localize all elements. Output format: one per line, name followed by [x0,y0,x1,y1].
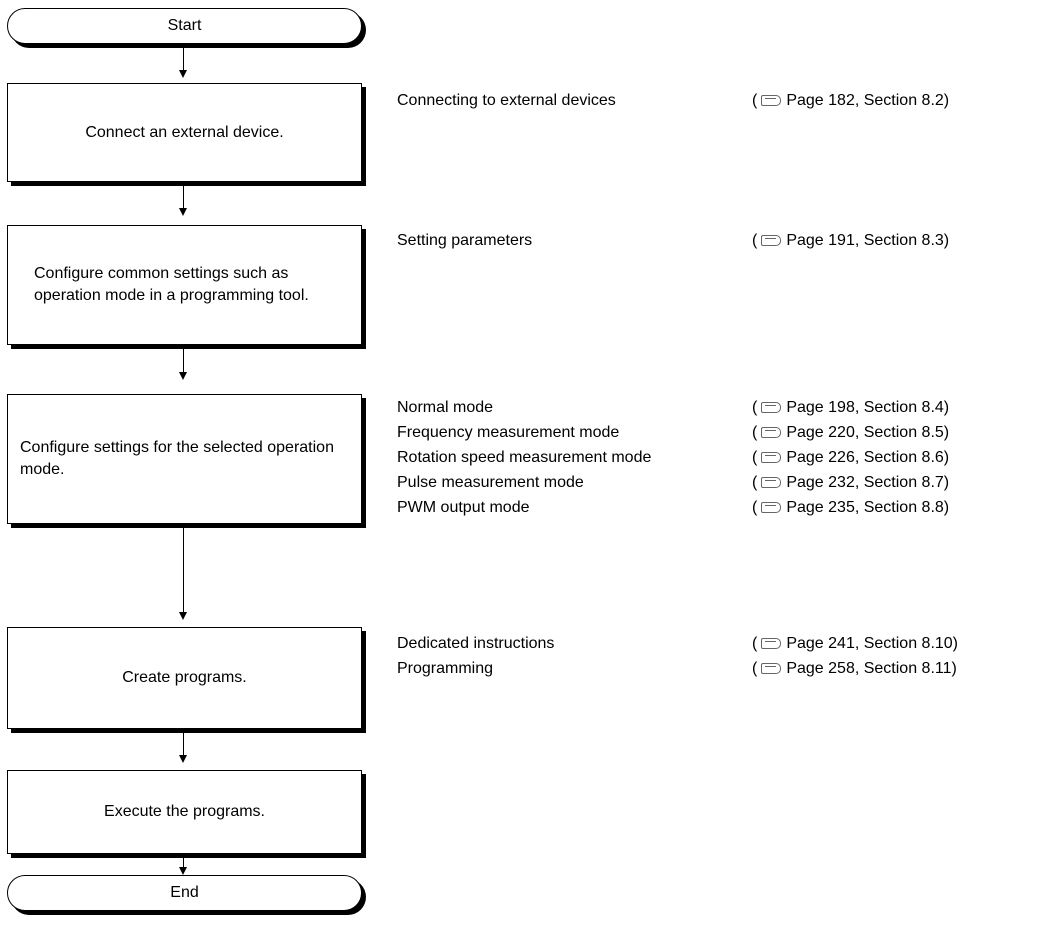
connector-line [183,854,184,867]
reference-label: Dedicated instructions [397,635,555,652]
book-reference-icon [760,661,782,674]
arrow-down-icon [179,755,187,763]
reference-row: Connecting to external devices ( Page 182… [397,92,1057,117]
step-label: Execute the programs. [104,803,265,820]
connector-line [183,524,184,612]
arrow-down-icon [179,372,187,380]
connector-line [183,182,184,208]
reference-row: Dedicated instructions ( Page 241, Sectio… [397,635,1057,660]
reference-citation[interactable]: ( Page 235, Section 8.8) [752,499,949,517]
page-section: Page 235, Section 8.8) [786,499,950,516]
connector-line [183,729,184,755]
page-section: Page 220, Section 8.5) [786,424,950,441]
open-paren: ( [752,499,758,516]
open-paren: ( [752,399,758,416]
page-section: Page 258, Section 8.11) [786,660,957,677]
start-terminator: Start [7,8,362,44]
page-section: Page 182, Section 8.2) [786,92,950,109]
connector-line [183,44,184,70]
step-label: Connect an external device. [85,123,284,141]
page-section: Page 241, Section 8.10) [786,635,959,652]
reference-row: Frequency measurement mode ( Page 220, Se… [397,424,1057,449]
book-reference-icon [760,93,782,106]
book-reference-icon [760,400,782,413]
reference-label: Setting parameters [397,232,533,249]
open-paren: ( [752,92,758,109]
references-connect: Connecting to external devices ( Page 182… [397,92,1057,117]
open-paren: ( [752,449,758,466]
step-label: Create programs. [122,669,247,686]
end-terminator: End [7,875,362,911]
reference-label: Pulse measurement mode [397,474,584,491]
reference-label: Connecting to external devices [397,92,616,109]
references-programs: Dedicated instructions ( Page 241, Sectio… [397,635,1057,685]
reference-label: PWM output mode [397,499,530,516]
step-label: Configure settings for the selected oper… [20,439,334,478]
page-section: Page 232, Section 8.7) [786,474,950,491]
open-paren: ( [752,635,758,652]
arrow-down-icon [179,70,187,78]
reference-row: PWM output mode ( Page 235, Section 8.8) [397,499,1057,524]
reference-citation[interactable]: ( Page 232, Section 8.7) [752,474,949,492]
page-section: Page 226, Section 8.6) [786,449,950,466]
step-create-programs: Create programs. [7,627,362,729]
book-reference-icon [760,636,782,649]
reference-row: Normal mode ( Page 198, Section 8.4) [397,399,1057,424]
open-paren: ( [752,232,758,249]
reference-citation[interactable]: ( Page 258, Section 8.11) [752,660,957,678]
reference-citation[interactable]: ( Page 182, Section 8.2) [752,92,949,110]
step-configure-common-settings: Configure common settings such as operat… [7,225,362,345]
step-execute-programs: Execute the programs. [7,770,362,854]
book-reference-icon [760,233,782,246]
reference-citation[interactable]: ( Page 191, Section 8.3) [752,232,949,250]
reference-row: Programming ( Page 258, Section 8.11) [397,660,1057,685]
step-label: Configure common settings such as operat… [34,265,309,304]
arrow-down-icon [179,867,187,875]
reference-citation[interactable]: ( Page 220, Section 8.5) [752,424,949,442]
reference-citation[interactable]: ( Page 198, Section 8.4) [752,399,949,417]
open-paren: ( [752,424,758,441]
page-section: Page 198, Section 8.4) [786,399,950,416]
open-paren: ( [752,660,758,677]
book-reference-icon [760,500,782,513]
reference-label: Rotation speed measurement mode [397,449,652,466]
reference-label: Programming [397,660,494,677]
reference-citation[interactable]: ( Page 241, Section 8.10) [752,635,958,653]
book-reference-icon [760,425,782,438]
connector-line [183,345,184,372]
book-reference-icon [760,450,782,463]
book-reference-icon [760,475,782,488]
reference-label: Frequency measurement mode [397,424,620,441]
arrow-down-icon [179,612,187,620]
page-section: Page 191, Section 8.3) [786,232,950,249]
reference-row: Rotation speed measurement mode ( Page 22… [397,449,1057,474]
references-operation-modes: Normal mode ( Page 198, Section 8.4) Freq… [397,399,1057,524]
step-configure-operation-mode: Configure settings for the selected oper… [7,394,362,524]
arrow-down-icon [179,208,187,216]
reference-label: Normal mode [397,399,494,416]
open-paren: ( [752,474,758,491]
end-label: End [170,884,199,901]
reference-row: Pulse measurement mode ( Page 232, Sectio… [397,474,1057,499]
reference-citation[interactable]: ( Page 226, Section 8.6) [752,449,949,467]
start-label: Start [167,17,202,34]
references-parameters: Setting parameters ( Page 191, Section 8.… [397,232,1057,257]
step-connect-external-device: Connect an external device. [7,83,362,182]
reference-row: Setting parameters ( Page 191, Section 8.… [397,232,1057,257]
